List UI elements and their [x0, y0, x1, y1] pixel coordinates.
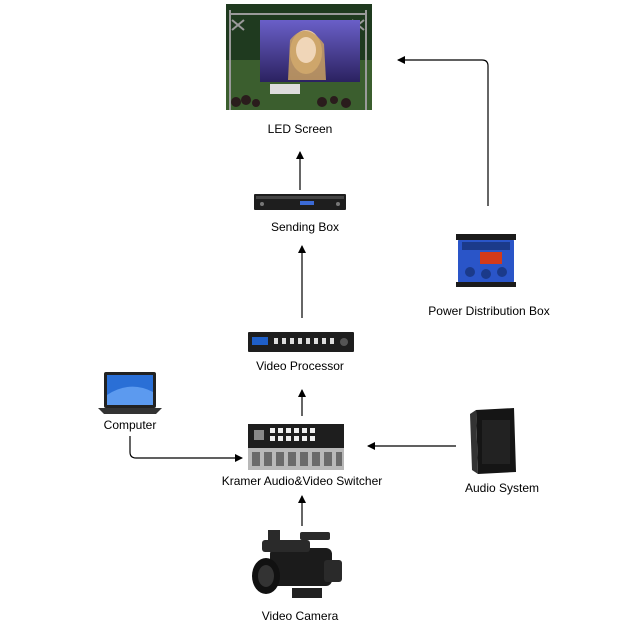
led-screen-image	[226, 4, 372, 110]
sending-box-image	[254, 194, 346, 210]
edge-computer-to-switcher	[129, 436, 243, 462]
switcher-label: Kramer Audio&Video Switcher	[221, 474, 383, 488]
audio-system-label: Audio System	[464, 481, 540, 495]
video-processor-label: Video Processor	[256, 359, 344, 373]
arrows	[129, 56, 489, 526]
computer-label: Computer	[103, 418, 157, 432]
power-distribution-box-image	[456, 234, 516, 287]
video-camera-image	[252, 530, 342, 598]
video-processor-image	[248, 332, 354, 352]
edge-power-to-led	[397, 56, 489, 206]
computer-image	[98, 372, 162, 414]
sending-box-label: Sending Box	[270, 220, 340, 234]
audio-system-image	[470, 408, 516, 474]
video-camera-label: Video Camera	[261, 609, 339, 623]
kramer-switcher-image	[248, 424, 344, 470]
power-distribution-box-label: Power Distribution Box	[428, 304, 550, 318]
led-screen-label: LED Screen	[267, 122, 333, 136]
